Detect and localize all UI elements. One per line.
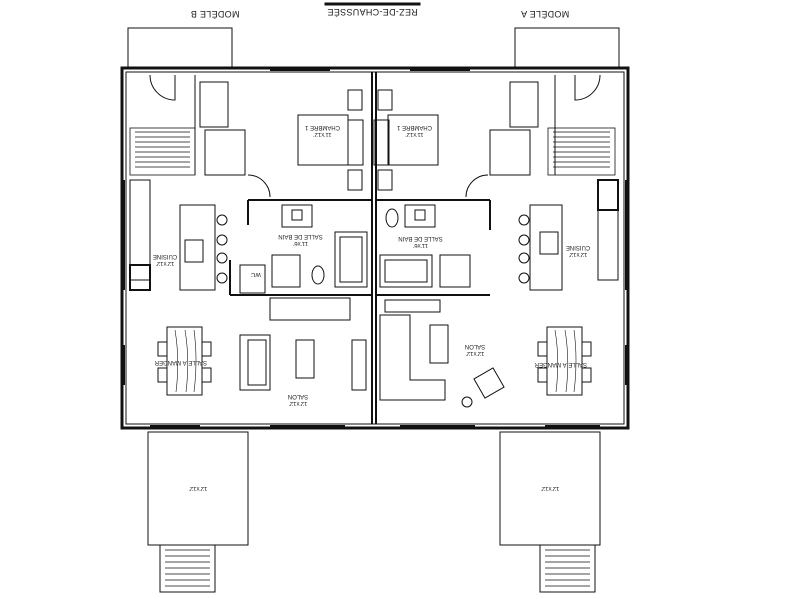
dining-a-label: SALLE À MANGER	[534, 361, 587, 367]
bathroom-fixtures	[239, 204, 471, 294]
room-size: 11'x6'	[293, 240, 308, 246]
plan-title: REZ-DE-CHAUSSÉE	[327, 7, 418, 17]
room-size: 12'x12'	[288, 400, 308, 406]
room-size: 11'x12'	[313, 131, 332, 137]
wc-label: WC	[251, 271, 261, 277]
decks	[147, 431, 601, 593]
room-size: 11'x6'	[413, 242, 428, 248]
room-name: SALON	[464, 343, 486, 349]
bath-b-label: 11'x6'SALLE DE BAIN	[278, 232, 323, 246]
porch-b	[127, 27, 233, 69]
room-size: 12'x12'	[568, 251, 588, 257]
entries	[149, 74, 601, 198]
bedroom-b-label: 11'x12'CHAMBRE 1	[300, 123, 345, 137]
bedroom-a-label: 11'x12'CHAMBRE 1	[392, 123, 437, 137]
title-underline	[324, 2, 421, 6]
room-name: SALON	[287, 393, 309, 399]
bedroom-furniture	[297, 89, 439, 191]
windows	[123, 69, 627, 427]
exterior-wall	[120, 66, 630, 430]
room-size: 11'x12'	[405, 131, 424, 137]
living-a-label: 12'x12'SALON	[455, 342, 495, 356]
room-name: CHAMBRE 1	[305, 124, 341, 130]
kitchen	[129, 179, 619, 291]
living-b-label: 12'x12'SALON	[278, 392, 318, 406]
room-size: 12'x12'	[465, 350, 485, 356]
room-name: CUISINE	[152, 253, 178, 259]
room-name: CUISINE	[565, 244, 591, 250]
room-name: SALLE DE BAIN	[278, 233, 323, 239]
model-a-label: MODÈLE A	[520, 9, 570, 19]
kitchen-a-label: 12'x12'CUISINE	[563, 243, 593, 257]
room-name: SALLE DE BAIN	[398, 235, 443, 241]
porch-a	[514, 27, 620, 69]
deck-b-label: 12'x12'	[188, 485, 208, 491]
interior-walls	[229, 199, 491, 296]
dining-tables	[157, 326, 592, 396]
room-name: CHAMBRE 1	[397, 124, 433, 130]
kitchen-b-label: 12'x12'CUISINE	[150, 252, 180, 266]
room-size: 12'x12'	[155, 260, 175, 266]
deck-a-label: 12'x12'	[540, 485, 560, 491]
bath-a-label: 11'x6'SALLE DE BAIN	[398, 234, 443, 248]
model-b-label: MODÈLE B	[190, 9, 240, 19]
living-furniture	[239, 297, 505, 408]
dining-b-label: SALLE À MANGER	[154, 359, 207, 365]
stairs	[129, 127, 616, 176]
